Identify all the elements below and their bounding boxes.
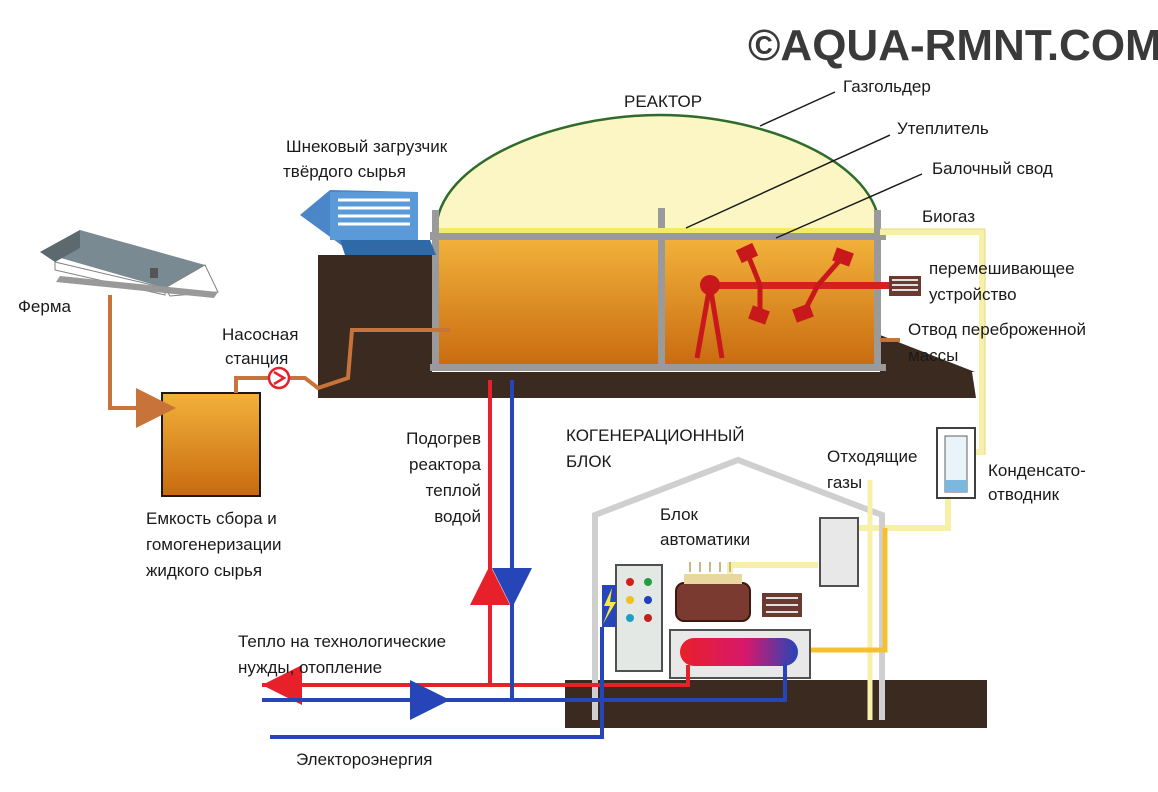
label-insulation: Утеплитель bbox=[897, 119, 989, 138]
label-heating-3: теплой bbox=[426, 481, 481, 500]
label-exhaust-2: газы bbox=[827, 473, 862, 492]
cold-water-return bbox=[436, 662, 787, 702]
cogen-house-outline bbox=[592, 456, 885, 720]
engine bbox=[675, 562, 802, 622]
reactor-wall-right bbox=[874, 210, 881, 370]
label-beam-vault: Балочный свод bbox=[932, 159, 1053, 178]
label-reactor: РЕАКТОР bbox=[624, 92, 702, 111]
farm-feed-pipe bbox=[108, 295, 176, 428]
screw-loader bbox=[300, 190, 436, 255]
leader-gasholder bbox=[759, 91, 836, 127]
control-cabinet bbox=[602, 564, 663, 672]
label-cogen-2: БЛОК bbox=[566, 452, 612, 471]
reactor-partition bbox=[658, 208, 665, 368]
ground-mound bbox=[318, 255, 976, 398]
collection-tank bbox=[161, 392, 261, 497]
label-outlet-1: Отвод переброженной bbox=[908, 320, 1086, 339]
label-heating-1: Подогрев bbox=[406, 429, 481, 448]
label-screw-loader-2: твёрдого сырья bbox=[283, 162, 406, 181]
label-electricity: Электороэнергия bbox=[296, 750, 433, 769]
cogen-ground bbox=[565, 680, 987, 728]
label-screw-loader-1: Шнековый загрузчик bbox=[286, 137, 448, 156]
label-biogas: Биогаз bbox=[922, 207, 975, 226]
label-automation-1: Блок bbox=[660, 505, 699, 524]
pump-arrow-icon bbox=[273, 370, 287, 386]
label-heating-4: водой bbox=[434, 507, 481, 526]
label-condensate-1: Конденсато- bbox=[988, 461, 1086, 480]
pump-feed-pipe bbox=[234, 376, 268, 393]
label-heat-1: Тепло на технологические bbox=[238, 632, 446, 651]
label-outlet-2: массы bbox=[908, 346, 958, 365]
ground-slope-right bbox=[880, 335, 975, 372]
label-heating-2: реактора bbox=[409, 455, 481, 474]
watermark: ©AQUA-RMNT.COM bbox=[748, 21, 1158, 70]
leader-beam-vault bbox=[775, 173, 923, 239]
mixer-device bbox=[694, 242, 921, 359]
label-mixer-2: устройство bbox=[929, 285, 1017, 304]
heat-exchanger-core bbox=[680, 638, 798, 666]
condensate-trap bbox=[936, 427, 976, 499]
electricity-line bbox=[270, 627, 604, 739]
lightning-icon bbox=[603, 588, 616, 624]
heat-exchanger-gas bbox=[808, 528, 888, 653]
label-tank-1: Емкость сбора и bbox=[146, 509, 277, 528]
leader-insulation bbox=[685, 134, 891, 229]
label-condensate-2: отводник bbox=[988, 485, 1060, 504]
gasholder-dome bbox=[434, 113, 882, 234]
label-cogen-1: КОГЕНЕРАЦИОННЫЙ bbox=[566, 426, 744, 445]
label-farm: Ферма bbox=[18, 297, 72, 316]
label-gasholder: Газгольдер bbox=[843, 77, 931, 96]
reactor-wall-left bbox=[432, 210, 439, 370]
insulation-layer bbox=[439, 228, 874, 233]
label-tank-3: жидкого сырья bbox=[146, 561, 262, 580]
label-heat-2: нужды, отопление bbox=[238, 658, 382, 677]
label-pump-station-2: станция bbox=[225, 349, 288, 368]
farm-building bbox=[40, 230, 219, 298]
label-exhaust-1: Отходящие bbox=[827, 447, 917, 466]
automation-unit bbox=[819, 517, 859, 587]
label-mixer-1: перемешивающее bbox=[929, 259, 1075, 278]
label-pump-station-1: Насосная bbox=[222, 325, 298, 344]
exhaust-pipe bbox=[727, 562, 818, 580]
reactor-feed-pipe bbox=[290, 328, 450, 391]
label-automation-2: автоматики bbox=[660, 530, 750, 549]
label-tank-2: гомогенеризации bbox=[146, 535, 281, 554]
biogas-pipe-outline bbox=[880, 228, 986, 455]
